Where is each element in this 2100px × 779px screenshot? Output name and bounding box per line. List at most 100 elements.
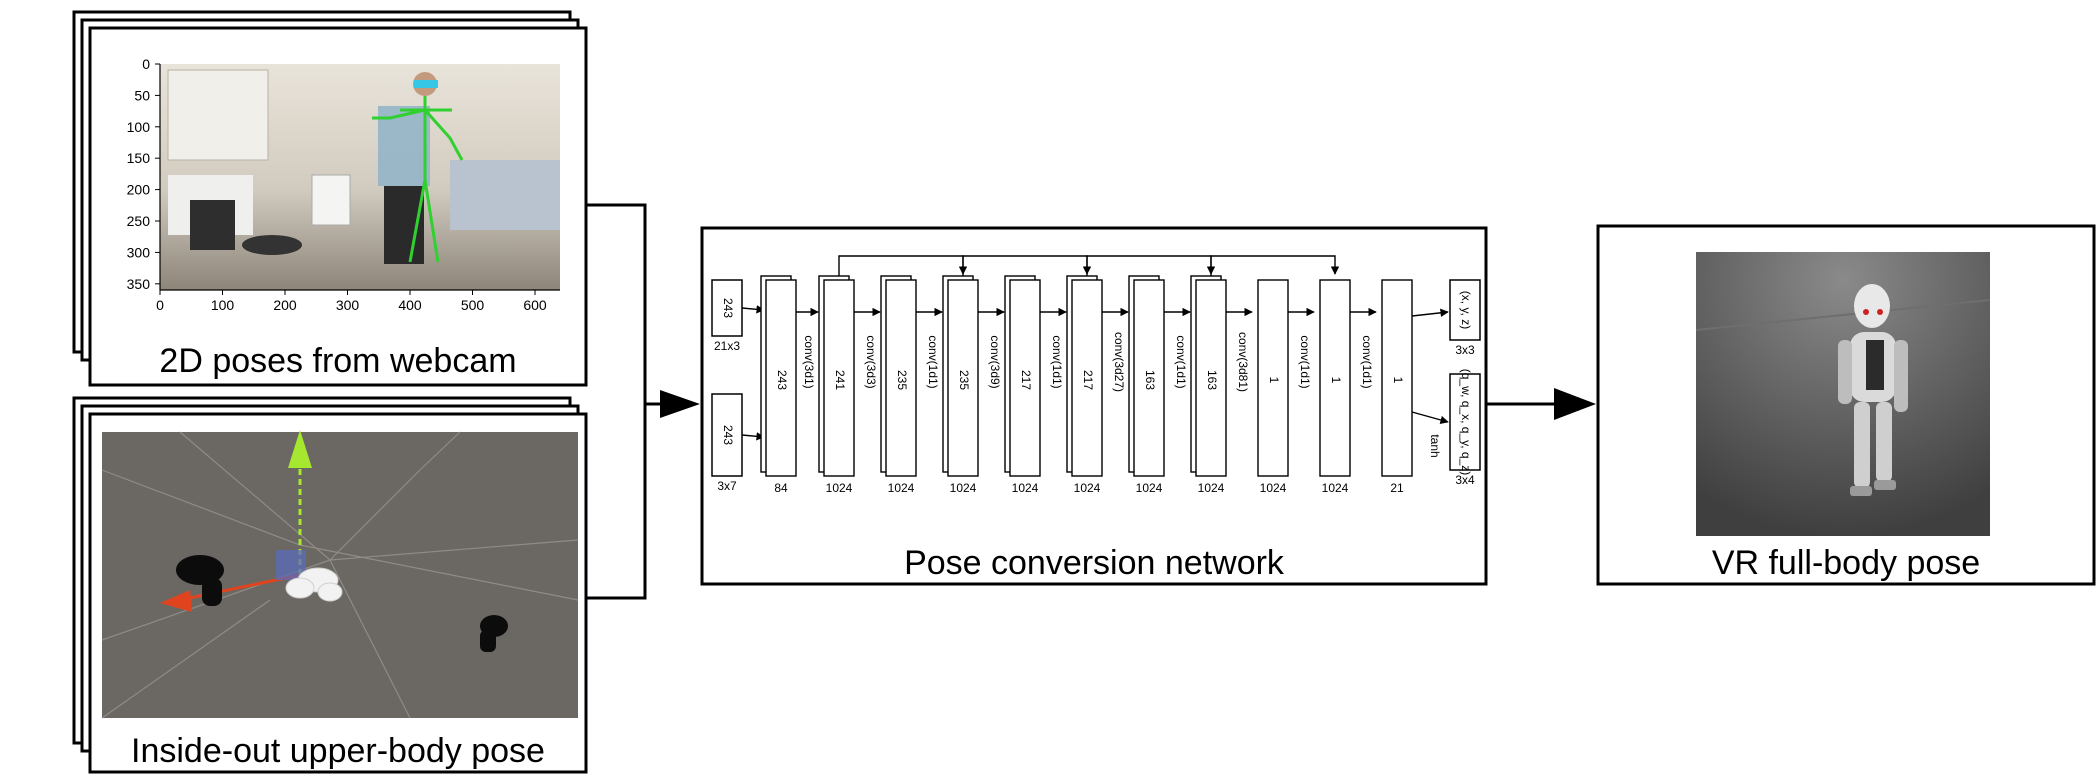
y-tick-label: 100 [127, 119, 151, 135]
layer-block [1071, 279, 1103, 477]
layer-block [1009, 279, 1041, 477]
x-tick-label: 500 [461, 297, 485, 313]
input-dim: 21x3 [714, 339, 740, 353]
layer-block [1257, 279, 1289, 477]
network-panel: 24321x32433x7243842411024conv(3d1)235102… [700, 226, 1488, 586]
activation-label: tanh [1428, 434, 1442, 457]
air-purifier [311, 174, 351, 226]
flow-arrow [1411, 411, 1449, 425]
webcam-plot: 0 50 100 150 200 250 300 350 0 100 200 300 400 500 60… [127, 56, 560, 313]
layer-block [1195, 279, 1227, 477]
layer-op-label: conv(1d1) [926, 335, 940, 388]
layer-op-label: conv(3d9) [988, 335, 1002, 388]
layer-block [1381, 279, 1413, 477]
layer-block [765, 279, 797, 477]
x-tick-label: 0 [156, 297, 164, 313]
layer-dim: 1024 [1136, 481, 1163, 495]
layer-block [1319, 279, 1351, 477]
layer-block [885, 279, 917, 477]
unity-viewport [102, 432, 578, 718]
input-dim: 3x7 [717, 479, 737, 493]
layer-block [947, 279, 979, 477]
y-tick-label: 200 [127, 182, 151, 198]
layer-value: 235 [957, 370, 971, 390]
skip-connection [1210, 255, 1340, 276]
chair-base [242, 235, 302, 255]
layer-block [823, 279, 855, 477]
arrow-to-output-icon [1554, 388, 1596, 420]
layer-value: 163 [1143, 370, 1157, 390]
unity-scene [101, 430, 579, 719]
webcam-x-ticks: 0 100 200 300 400 500 600 [156, 290, 547, 313]
layer-op-label: conv(3d81) [1236, 332, 1250, 392]
bed [450, 160, 560, 230]
x-tick-label: 200 [273, 297, 297, 313]
webcam-y-ticks: 0 50 100 150 200 250 300 350 [127, 56, 160, 292]
output-value: (x, y, z) [1459, 291, 1473, 329]
layer-dim: 1024 [1012, 481, 1039, 495]
person-skeleton [372, 72, 464, 264]
layer-op-label: conv(3d27) [1112, 332, 1126, 392]
layer-value: 241 [833, 370, 847, 390]
layer-value: 217 [1019, 370, 1033, 390]
whiteboard [167, 69, 269, 161]
layer-value: 163 [1205, 370, 1219, 390]
output-box [1449, 373, 1481, 471]
layer-value: 1 [1267, 377, 1281, 384]
x-tick-label: 600 [523, 297, 547, 313]
layer-op-label: conv(1d1) [1050, 335, 1064, 388]
y-tick-label: 250 [127, 213, 151, 229]
layer-dim: 1024 [888, 481, 915, 495]
x-tick-label: 400 [398, 297, 422, 313]
layer-value: 1 [1391, 377, 1405, 384]
network-caption: Pose conversion network [904, 544, 1285, 582]
arrow-to-network-icon [660, 390, 700, 418]
input-connector [586, 203, 700, 600]
x-tick-label: 300 [336, 297, 360, 313]
upper-body-caption: Inside-out upper-body pose [131, 732, 545, 770]
layer-dim: 1024 [826, 481, 853, 495]
robot-avatar [1838, 284, 1908, 496]
right-controller-icon [480, 615, 508, 652]
output-dim: 3x3 [1455, 343, 1475, 357]
layer-dim: 1024 [1260, 481, 1287, 495]
headset-icon [285, 567, 343, 602]
y-tick-label: 350 [127, 276, 151, 292]
layer-dim: 1024 [1074, 481, 1101, 495]
webcam-caption: 2D poses from webcam [159, 342, 516, 380]
y-tick-label: 150 [127, 150, 151, 166]
layer-dim: 21 [1390, 481, 1404, 495]
gizmo-left-arrow-icon [160, 590, 192, 612]
layer-op-label: conv(3d1) [802, 335, 816, 388]
y-tick-label: 300 [127, 244, 151, 260]
gizmo-up-arrow-icon [288, 430, 312, 468]
layer-block [1133, 279, 1165, 477]
x-tick-label: 100 [211, 297, 235, 313]
output-dim: 3x4 [1455, 473, 1475, 487]
office-chair [190, 200, 235, 250]
layer-op-label: conv(1d1) [1360, 335, 1374, 388]
network-graph: 24321x32433x7243842411024conv(3d1)235102… [711, 255, 1481, 495]
layer-value: 1 [1329, 377, 1343, 384]
layer-dim: 1024 [1322, 481, 1349, 495]
output-box [1449, 279, 1481, 341]
output-connector [1486, 388, 1596, 420]
layer-value: 235 [895, 370, 909, 390]
output-caption: VR full-body pose [1712, 544, 1980, 582]
input-value: 243 [721, 425, 735, 445]
y-tick-label: 0 [142, 56, 150, 72]
webcam-panel: 0 50 100 150 200 250 300 350 0 100 200 300 400 500 60… [72, 10, 588, 387]
flow-arrow [1411, 308, 1449, 318]
layer-dim: 84 [774, 481, 788, 495]
layer-op-label: conv(1d1) [1174, 335, 1188, 388]
output-value: (q_w, q_x, q_y, q_z) [1459, 369, 1473, 476]
output-panel: VR full-body pose [1596, 224, 2096, 586]
upper-body-panel: Inside-out upper-body pose [72, 396, 588, 774]
input-value: 243 [721, 298, 735, 318]
layer-dim: 1024 [950, 481, 977, 495]
input-box [711, 393, 743, 477]
layer-op-label: conv(3d3) [864, 335, 878, 388]
layer-dim: 1024 [1198, 481, 1225, 495]
y-tick-label: 50 [134, 87, 150, 103]
